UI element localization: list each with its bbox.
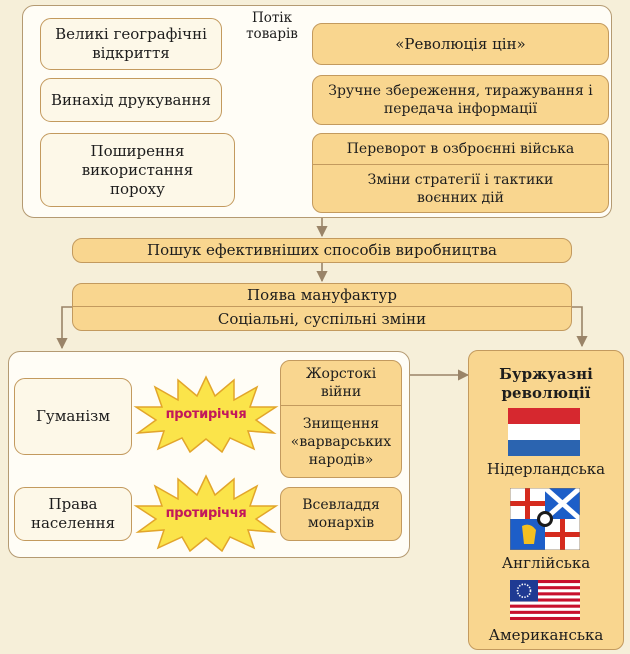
contradiction-star-1 xyxy=(133,375,279,453)
star-burst-icon xyxy=(133,474,279,552)
strategy-changes: Зміни стратегії і тактики воєнних дій xyxy=(367,172,554,206)
humanism-box: Гуманізм xyxy=(14,378,132,455)
manufactories-text: Поява мануфактур xyxy=(73,284,571,307)
english-label: Англійська xyxy=(501,554,591,572)
absolutism-box: Всевладдя монархів xyxy=(280,487,402,541)
price-revolution-box: «Революція цін» xyxy=(312,23,609,65)
netherlands-flag-icon xyxy=(508,408,580,456)
destruction-text: Знищення «варварських народів» xyxy=(290,416,392,468)
contradiction-star-2 xyxy=(133,474,279,552)
search-methods-bar: Пошук ефективніших способів виробництва xyxy=(72,238,572,263)
goods-flow-label: Потік товарів xyxy=(246,10,298,42)
english-flag-icon xyxy=(510,488,580,550)
discoveries-box: Великі географічні відкриття xyxy=(40,18,222,70)
arrow-left-down xyxy=(56,306,72,350)
arrow-right-down xyxy=(571,306,588,348)
manufactories-bar: Поява мануфактур Соціальні, суспільні зм… xyxy=(72,283,572,331)
printing-box: Винахід друкування xyxy=(40,78,222,122)
discoveries-text: Великі географічні відкриття xyxy=(55,25,207,62)
cruel-wars-text: Жорстокі війни xyxy=(281,361,401,406)
info-storage-box: Зручне збереження, тиражування і передач… xyxy=(312,75,609,125)
price-revolution-text: «Революція цін» xyxy=(395,34,526,53)
military-group: Переворот в озброєнні війська Зміни стра… xyxy=(312,133,609,213)
star-burst-icon xyxy=(133,375,279,453)
absolutism-text: Всевладдя монархів xyxy=(302,497,380,531)
rights-box: Права населення xyxy=(14,487,132,541)
info-storage-text: Зручне збереження, тиражування і передач… xyxy=(328,83,593,117)
rights-text: Права населення xyxy=(30,495,116,532)
contradiction-label-2: протиріччя xyxy=(165,505,247,521)
revolutions-title: Буржуазні революції xyxy=(499,365,593,402)
netherlands-label: Нідерландська xyxy=(486,460,606,478)
contradiction-label-1: протиріччя xyxy=(165,406,247,422)
american-label: Американська xyxy=(488,626,604,644)
gunpowder-box: Поширення використання пороху xyxy=(40,133,235,207)
humanism-text: Гуманізм xyxy=(35,407,110,425)
american-flag-icon xyxy=(510,580,580,620)
printing-text: Винахід друкування xyxy=(51,90,211,109)
social-changes-text: Соціальні, суспільні зміни xyxy=(217,309,427,328)
search-methods-text: Пошук ефективніших способів виробництва xyxy=(147,241,497,259)
gunpowder-text: Поширення використання пороху xyxy=(81,141,194,198)
military-revolution: Переворот в озброєнні війська xyxy=(313,134,608,165)
consequences-group: Жорстокі війни Знищення «варварських нар… xyxy=(280,360,402,478)
